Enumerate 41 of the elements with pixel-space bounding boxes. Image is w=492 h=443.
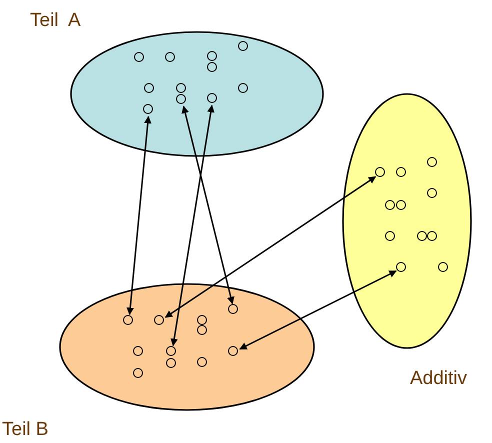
element-circle: [385, 231, 396, 242]
element-circle: [438, 262, 448, 272]
element-circle: [228, 346, 238, 356]
element-circle: [228, 304, 238, 314]
element-circle: [143, 104, 154, 114]
element-circle: [375, 167, 386, 178]
element-circle: [197, 325, 208, 336]
element-circle: [144, 83, 154, 94]
element-circle: [166, 346, 176, 356]
double-arrow: [126, 116, 152, 316]
double-arrow: [170, 104, 215, 346]
element-circle: [197, 357, 208, 368]
element-circle: [134, 52, 144, 62]
element-circle: [396, 262, 406, 272]
set-label: Teil A: [30, 10, 81, 32]
element-circle: [166, 358, 176, 368]
element-circle: [165, 52, 176, 62]
double-arrow: [239, 270, 397, 350]
element-circle: [176, 94, 186, 104]
element-circle: [176, 83, 186, 94]
element-circle: [133, 368, 144, 378]
element-circle: [154, 315, 164, 326]
element-circle: [197, 315, 208, 326]
element-circle: [207, 51, 218, 62]
element-circle: [396, 167, 406, 178]
set-label: Additiv: [410, 368, 468, 390]
double-arrow: [182, 106, 234, 304]
element-circle: [207, 93, 218, 104]
double-arrow: [164, 176, 376, 318]
element-circle: [396, 200, 406, 210]
element-circle: [123, 315, 134, 326]
element-circle: [238, 41, 248, 52]
set-label: Teil B: [2, 419, 48, 441]
element-circle: [427, 231, 438, 242]
element-circle: [238, 83, 248, 94]
element-circle: [427, 188, 438, 198]
element-circle: [417, 231, 428, 242]
element-circle: [207, 62, 218, 72]
element-circle: [385, 200, 396, 210]
element-circle: [133, 346, 144, 356]
element-circle: [427, 157, 438, 168]
